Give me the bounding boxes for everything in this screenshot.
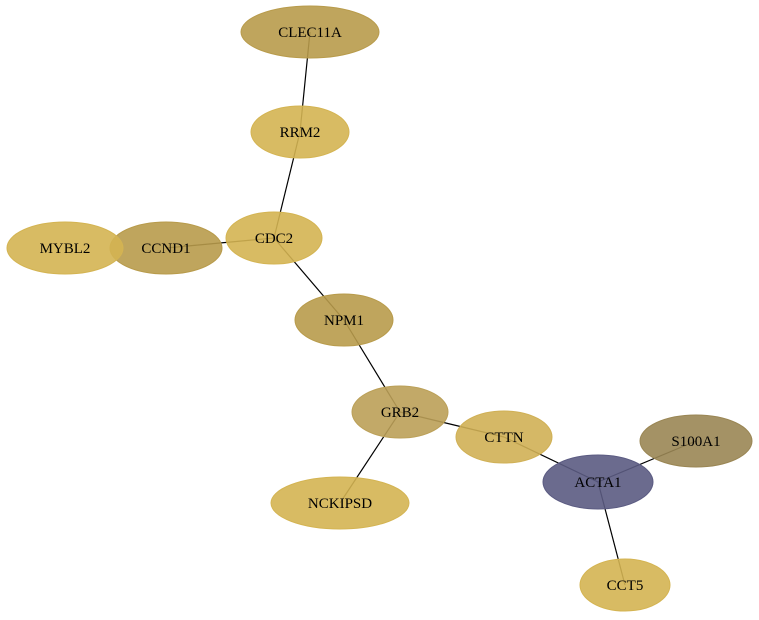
node-shape-clec11a — [240, 5, 380, 59]
node-shape-acta1 — [542, 454, 654, 510]
node-acta1[interactable]: ACTA1 — [542, 454, 654, 510]
node-label-cttn: CTTN — [484, 430, 523, 446]
node-shape-cdc2 — [225, 211, 323, 265]
node-shape-nckipsd — [270, 476, 410, 530]
node-label-rrm2: RRM2 — [280, 125, 321, 141]
node-shape-npm1 — [294, 293, 394, 347]
node-shape-s100a1 — [639, 414, 753, 468]
node-shape-rrm2 — [250, 105, 350, 159]
node-grb2[interactable]: GRB2 — [351, 385, 449, 439]
node-label-nckipsd: NCKIPSD — [308, 496, 372, 512]
node-cttn[interactable]: CTTN — [455, 410, 553, 464]
node-label-npm1: NPM1 — [324, 313, 364, 329]
node-s100a1[interactable]: S100A1 — [639, 414, 753, 468]
node-cdc2[interactable]: CDC2 — [225, 211, 323, 265]
node-shape-cct5 — [579, 558, 671, 612]
node-label-grb2: GRB2 — [381, 405, 419, 421]
node-shape-mybl2 — [6, 221, 124, 275]
node-label-mybl2: MYBL2 — [40, 241, 91, 257]
node-label-clec11a: CLEC11A — [278, 25, 342, 41]
node-rrm2[interactable]: RRM2 — [250, 105, 350, 159]
node-shape-grb2 — [351, 385, 449, 439]
node-npm1[interactable]: NPM1 — [294, 293, 394, 347]
node-label-s100a1: S100A1 — [671, 434, 720, 450]
node-label-ccnd1: CCND1 — [141, 241, 190, 257]
node-nckipsd[interactable]: NCKIPSD — [270, 476, 410, 530]
node-shape-cttn — [455, 410, 553, 464]
node-clec11a[interactable]: CLEC11A — [240, 5, 380, 59]
node-label-cct5: CCT5 — [607, 578, 644, 594]
node-cct5[interactable]: CCT5 — [579, 558, 671, 612]
node-label-cdc2: CDC2 — [255, 231, 293, 247]
node-mybl2[interactable]: MYBL2 — [6, 221, 124, 275]
node-label-acta1: ACTA1 — [574, 475, 621, 491]
node-ccnd1[interactable]: CCND1 — [109, 221, 223, 275]
